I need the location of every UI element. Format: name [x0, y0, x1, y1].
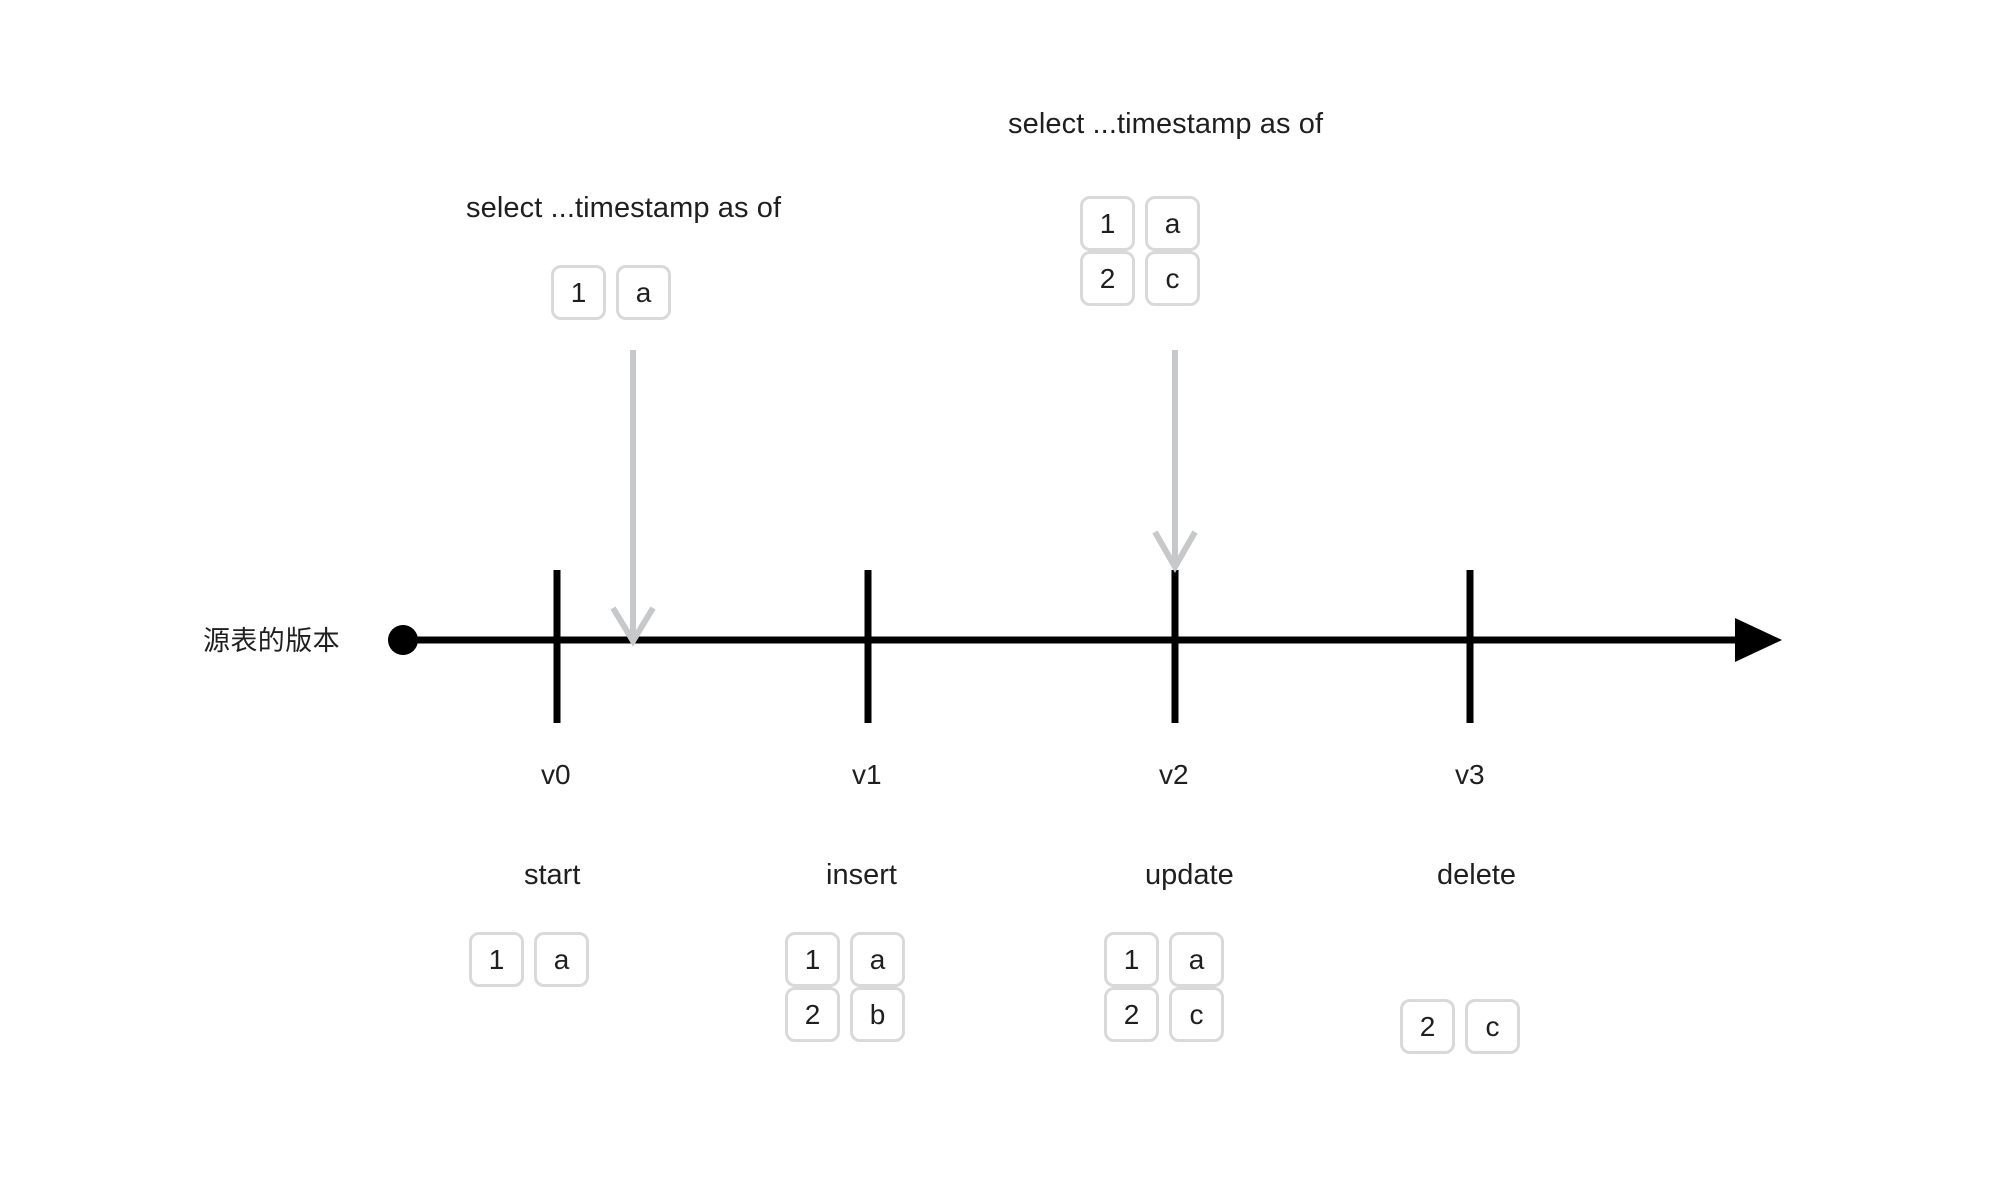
- cell-value: c: [1465, 999, 1520, 1054]
- cell-id: 1: [1104, 932, 1159, 987]
- cell-id: 1: [551, 265, 606, 320]
- version-label-v2: v2: [1159, 759, 1189, 790]
- query-result-v0: 1 a: [551, 265, 671, 320]
- version-label-v0: v0: [541, 759, 571, 790]
- query-label-v2: select ...timestamp as of: [1008, 108, 1324, 140]
- operation-label-insert: insert: [826, 859, 897, 891]
- operation-label-delete: delete: [1437, 859, 1517, 891]
- version-label-v1: v1: [852, 759, 882, 790]
- cell-id: 1: [469, 932, 524, 987]
- cell-id: 2: [785, 987, 840, 1042]
- cell-value: a: [850, 932, 905, 987]
- table-row: 1 a: [551, 265, 671, 320]
- version-table-v0: 1 a: [469, 932, 589, 987]
- cell-id: 2: [1400, 999, 1455, 1054]
- table-row: 2 c: [1080, 251, 1200, 306]
- cell-value: b: [850, 987, 905, 1042]
- version-table-v2: 1 a 2 c: [1104, 932, 1224, 1042]
- cell-id: 1: [785, 932, 840, 987]
- cell-id: 1: [1080, 196, 1135, 251]
- cell-value: a: [1169, 932, 1224, 987]
- cell-id: 2: [1080, 251, 1135, 306]
- query-arrow-v0: [610, 350, 656, 647]
- operation-label-start: start: [524, 859, 581, 891]
- cell-value: a: [1145, 196, 1200, 251]
- axis-label: 源表的版本: [203, 626, 340, 656]
- timeline-arrowhead-icon: [1735, 618, 1782, 662]
- table-row: 1 a: [1080, 196, 1200, 251]
- query-result-v2: 1 a 2 c: [1080, 196, 1200, 306]
- query-arrow-v2: [1152, 350, 1198, 574]
- cell-value: a: [534, 932, 589, 987]
- cell-id: 2: [1104, 987, 1159, 1042]
- cell-value: c: [1145, 251, 1200, 306]
- version-table-v1: 1 a 2 b: [785, 932, 905, 1042]
- table-row: 1 a: [1104, 932, 1224, 987]
- table-row: 2 c: [1400, 999, 1520, 1054]
- table-row: 1 a: [785, 932, 905, 987]
- query-label-v0: select ...timestamp as of: [466, 192, 782, 224]
- table-row: 2 c: [1104, 987, 1224, 1042]
- version-table-v3: 2 c: [1400, 999, 1520, 1054]
- operation-label-update: update: [1145, 859, 1234, 891]
- table-row: 2 b: [785, 987, 905, 1042]
- cell-value: c: [1169, 987, 1224, 1042]
- version-label-v3: v3: [1455, 759, 1485, 790]
- table-row: 1 a: [469, 932, 589, 987]
- cell-value: a: [616, 265, 671, 320]
- timeline-start-dot: [388, 625, 418, 655]
